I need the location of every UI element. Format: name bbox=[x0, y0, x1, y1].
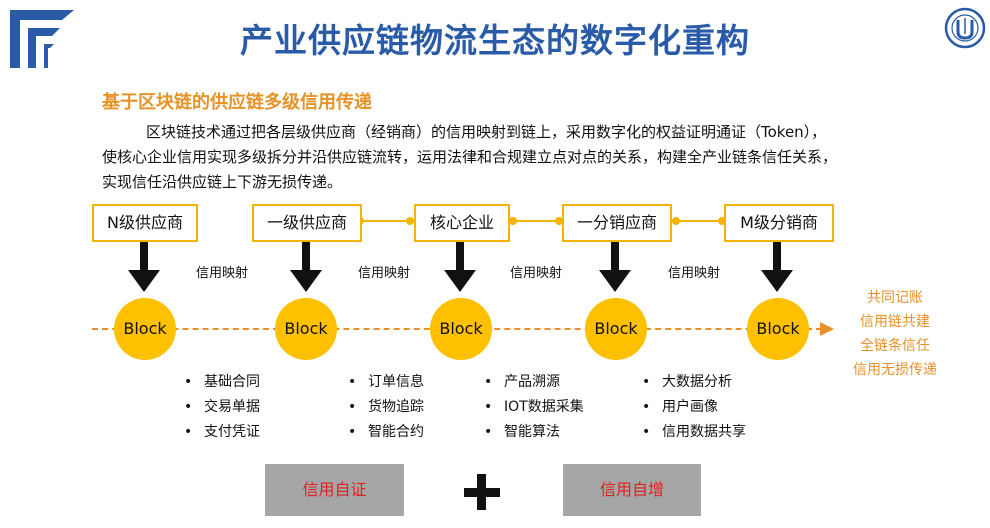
outcome-item: 全链条信任 bbox=[860, 338, 930, 354]
connector-dot bbox=[555, 217, 563, 225]
arrow-down-icon bbox=[611, 242, 619, 272]
credit-self-growth-box: 信用自增 bbox=[563, 464, 701, 516]
list-item: 智能合约 bbox=[348, 420, 424, 445]
bullet-group-4: 大数据分析 用户画像 信用数据共享 bbox=[642, 370, 746, 445]
arrow-down-head-icon bbox=[444, 270, 476, 292]
list-item: 货物追踪 bbox=[348, 395, 424, 420]
arrow-right-icon bbox=[820, 322, 834, 336]
description-paragraph: 区块链技术通过把各层级供应商（经销商）的信用映射到链上，采用数字化的权益证明通证… bbox=[102, 120, 922, 195]
arrow-down-head-icon bbox=[761, 270, 793, 292]
company-logo-icon bbox=[10, 10, 74, 68]
mapping-label: 信用映射 bbox=[510, 266, 563, 281]
university-seal-icon bbox=[944, 7, 986, 49]
connector-dot bbox=[509, 217, 517, 225]
node-n-supplier: N级供应商 bbox=[92, 204, 198, 242]
node-tier1-distributor: 一分销应商 bbox=[562, 204, 672, 242]
page-title: 产业供应链物流生态的数字化重构 bbox=[240, 21, 750, 60]
outcome-item: 信用链共建 bbox=[860, 314, 930, 330]
node-m-distributor: M级分销商 bbox=[724, 204, 834, 242]
block-node: Block bbox=[747, 298, 809, 360]
connector-dot bbox=[718, 217, 726, 225]
outcome-list: 共同记账 信用链共建 全链条信任 信用无损传递 bbox=[840, 286, 950, 382]
connector-dot bbox=[406, 217, 414, 225]
arrow-down-head-icon bbox=[599, 270, 631, 292]
list-item: 支付凭证 bbox=[184, 420, 260, 445]
plus-icon-bar bbox=[464, 488, 500, 497]
bullet-group-2: 订单信息 货物追踪 智能合约 bbox=[348, 370, 424, 445]
node-core-enterprise: 核心企业 bbox=[414, 204, 510, 242]
paragraph-line-2: 使核心企业信用实现多级拆分并沿供应链流转，运用法律和合规建立点对点的关系，构建全… bbox=[102, 148, 838, 166]
credit-self-proof-box: 信用自证 bbox=[265, 464, 404, 516]
block-node: Block bbox=[585, 298, 647, 360]
block-node: Block bbox=[114, 298, 176, 360]
list-item: IOT数据采集 bbox=[484, 395, 584, 420]
arrow-down-head-icon bbox=[290, 270, 322, 292]
list-item: 大数据分析 bbox=[642, 370, 746, 395]
mapping-label: 信用映射 bbox=[668, 266, 721, 281]
arrow-down-icon bbox=[140, 242, 148, 272]
list-item: 交易单据 bbox=[184, 395, 260, 420]
paragraph-line-3: 实现信任沿供应链上下游无损传递。 bbox=[102, 173, 343, 191]
list-item: 信用数据共享 bbox=[642, 420, 746, 445]
node-tier1-supplier: 一级供应商 bbox=[252, 204, 362, 242]
connector-dot bbox=[672, 217, 680, 225]
outcome-item: 信用无损传递 bbox=[853, 362, 937, 378]
section-subtitle: 基于区块链的供应链多级信用传递 bbox=[102, 92, 372, 113]
mapping-label: 信用映射 bbox=[196, 266, 249, 281]
outcome-item: 共同记账 bbox=[867, 290, 923, 306]
arrow-down-icon bbox=[456, 242, 464, 272]
bullet-group-1: 基础合同 交易单据 支付凭证 bbox=[184, 370, 260, 445]
list-item: 产品溯源 bbox=[484, 370, 584, 395]
list-item: 基础合同 bbox=[184, 370, 260, 395]
arrow-down-icon bbox=[773, 242, 781, 272]
node-connector-line bbox=[352, 220, 724, 222]
paragraph-line-1: 区块链技术通过把各层级供应商（经销商）的信用映射到链上，采用数字化的权益证明通证… bbox=[146, 123, 827, 141]
block-node: Block bbox=[275, 298, 337, 360]
bullet-group-3: 产品溯源 IOT数据采集 智能算法 bbox=[484, 370, 584, 445]
arrow-down-icon bbox=[302, 242, 310, 272]
block-node: Block bbox=[430, 298, 492, 360]
list-item: 智能算法 bbox=[484, 420, 584, 445]
mapping-label: 信用映射 bbox=[358, 266, 411, 281]
arrow-down-head-icon bbox=[128, 270, 160, 292]
list-item: 用户画像 bbox=[642, 395, 746, 420]
list-item: 订单信息 bbox=[348, 370, 424, 395]
